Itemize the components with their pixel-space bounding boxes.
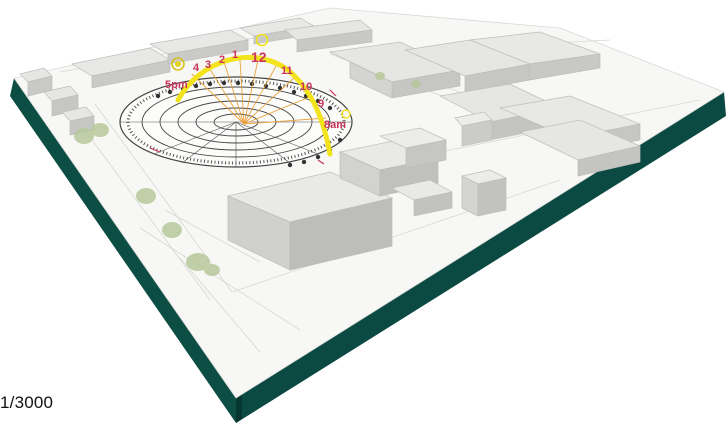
trees <box>74 72 421 276</box>
sun-marker-icon <box>175 61 181 67</box>
hour-label-10: 10 <box>300 81 312 93</box>
tree <box>162 222 182 238</box>
tree <box>136 188 156 204</box>
hour-label-8am: 8am <box>324 119 346 131</box>
buildings <box>19 17 642 271</box>
base-left-side <box>10 78 236 423</box>
sun-rays <box>191 59 327 125</box>
hour-label-3: 3 <box>205 59 211 71</box>
sun-marker-icon <box>255 33 269 47</box>
sun-marker-icon <box>171 57 185 71</box>
tree <box>91 123 109 137</box>
sun-dial-markers <box>155 80 343 168</box>
hour-label-2: 2 <box>219 54 225 66</box>
tree <box>74 128 94 144</box>
building-row-top <box>71 17 373 89</box>
building-large-warehouse <box>226 171 394 271</box>
base-edge-shade <box>236 395 242 423</box>
site-base <box>10 78 726 423</box>
tree <box>411 80 421 88</box>
hour-label-11: 11 <box>281 65 293 77</box>
hour-label-1: 1 <box>232 49 238 61</box>
tree <box>204 264 220 276</box>
sun-marker-icon <box>341 109 351 119</box>
building-row-mid <box>328 31 601 99</box>
base-front-side <box>236 92 726 423</box>
hour-label-4: 4 <box>193 62 200 74</box>
sun-path-diagram: 5pm 4 3 2 1 12 11 10 9 8am <box>119 33 353 168</box>
sun-path-arc <box>175 54 333 157</box>
hour-label-5pm: 5pm <box>165 79 188 91</box>
hour-labels: 5pm 4 3 2 1 12 11 10 9 8am <box>165 49 346 131</box>
sun-dial-radials <box>120 121 352 167</box>
hour-label-12: 12 <box>251 49 267 65</box>
direction-ticks <box>149 89 337 165</box>
building-row-right <box>438 83 642 177</box>
tree <box>186 253 210 271</box>
scale-label: 1/3000 <box>0 393 54 412</box>
building-mid-foreground <box>338 127 508 217</box>
hour-label-9: 9 <box>318 98 324 110</box>
tree <box>375 72 385 80</box>
